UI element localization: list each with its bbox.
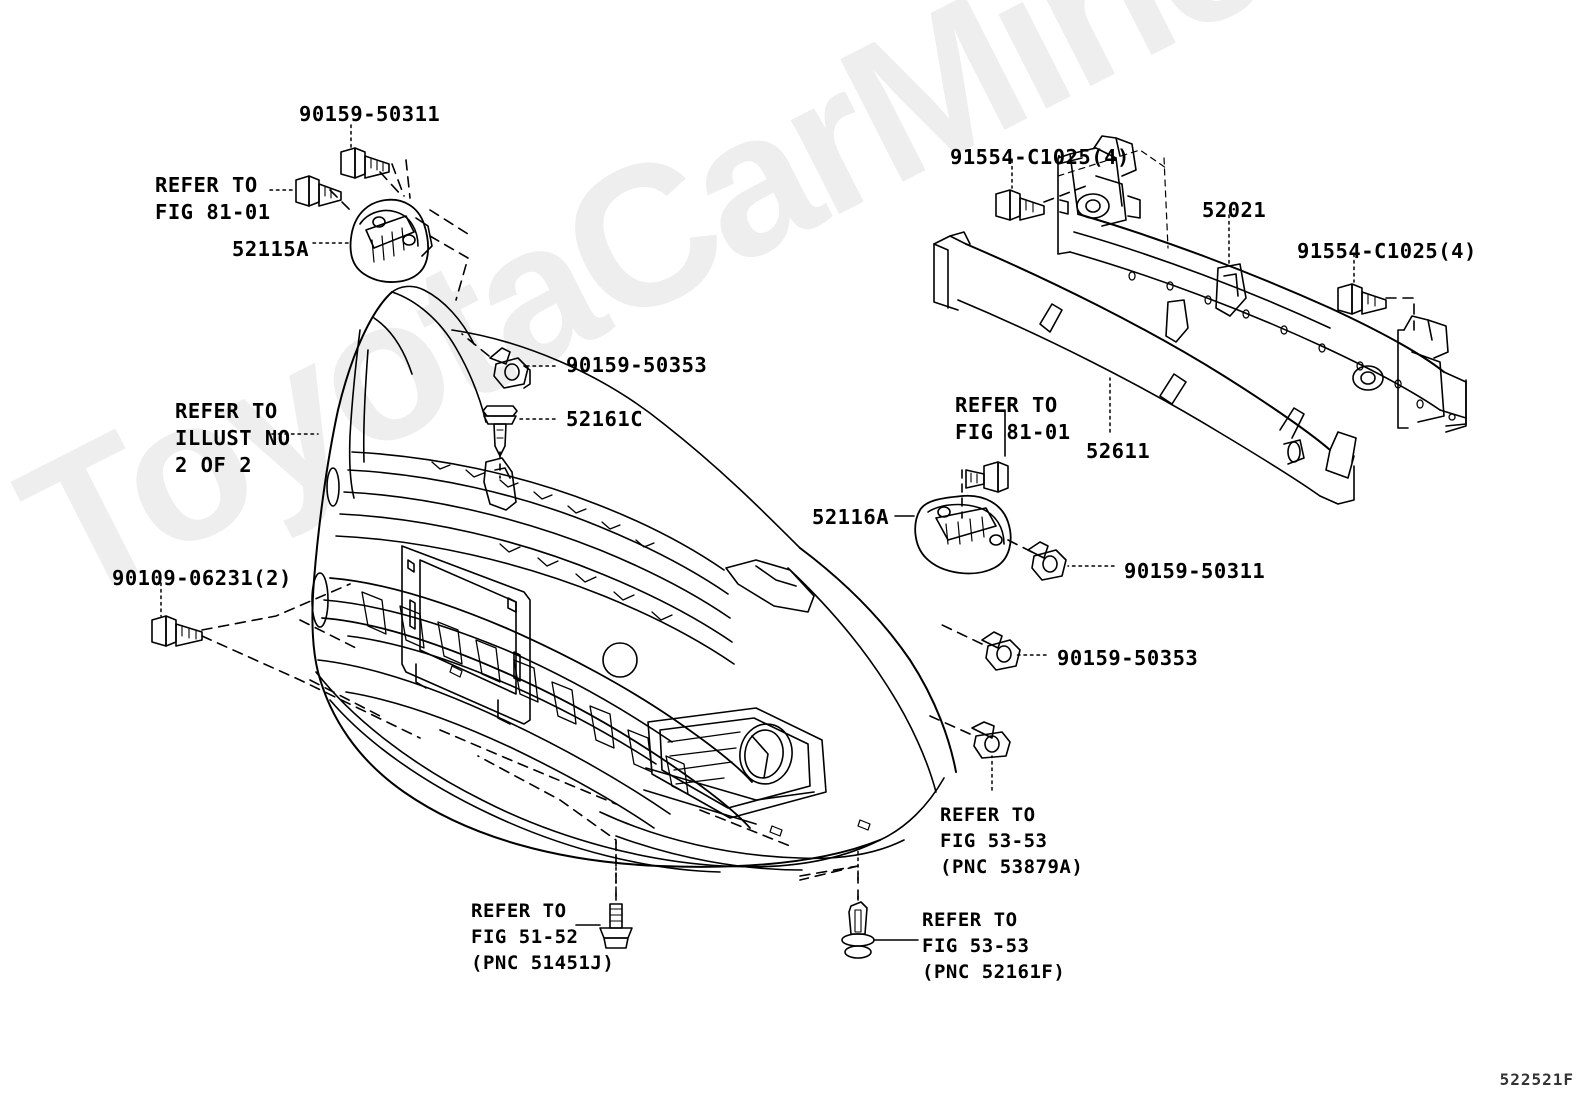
fastener-bolt-fig-81-01-right	[965, 461, 1009, 493]
fastener-bolt-pnc-51451j	[599, 903, 633, 949]
fastener-bolt-90109-06231	[151, 615, 203, 647]
leader-lines	[160, 124, 1355, 901]
part-number-90159-50353-right: 90159-50353	[1057, 646, 1199, 670]
fastener-clip-pnc-52161f	[841, 901, 875, 959]
part-number-52115a: 52115A	[232, 237, 310, 261]
reference-fig-81-01-upper-left: REFER TO FIG 81-01	[155, 173, 271, 224]
part-number-52021: 52021	[1202, 198, 1267, 222]
fastener-bolt-91554-c1025-left	[995, 189, 1045, 221]
fastener-clip-52161c	[482, 405, 518, 457]
front-bumper-cover-illustration	[311, 285, 957, 873]
fastener-bolt-91554-c1025-right	[1337, 283, 1387, 315]
part-number-52161c: 52161C	[566, 407, 644, 431]
reference-fig-53-53-pnc-53879a: REFER TO FIG 53-53 (PNC 53879A)	[940, 804, 1084, 878]
part-number-91554-c1025-right: 91554-C1025(4)	[1297, 239, 1477, 263]
leader-lines-solid	[575, 409, 1006, 941]
part-number-90159-50311-top: 90159-50311	[299, 102, 441, 126]
retainer-52115a-illustration	[349, 198, 433, 283]
part-number-90159-50353-upper: 90159-50353	[566, 353, 708, 377]
figure-number: 522521F	[1499, 1070, 1574, 1089]
bumper-energy-absorber-illustration	[933, 231, 1357, 505]
part-number-91554-c1025-left: 91554-C1025(4)	[950, 145, 1130, 169]
fastener-clip-pnc-53879a	[971, 721, 1011, 759]
bumper-reinforcement-illustration	[1057, 135, 1467, 433]
reference-fig-81-01-right: REFER TO FIG 81-01	[955, 393, 1071, 444]
fastener-screw-90159-50311-right	[1027, 541, 1067, 581]
retainer-52116a-illustration	[914, 494, 1012, 575]
fastener-screw-90159-50353-upper	[489, 347, 531, 389]
assembly-dash-lines	[201, 159, 1415, 901]
fastener-bolt-90159-50311-top	[340, 147, 390, 179]
fastener-screw-90159-50353-right	[981, 631, 1021, 671]
reference-fig-53-53-pnc-52161f: REFER TO FIG 53-53 (PNC 52161F)	[922, 909, 1066, 983]
part-number-52116a: 52116A	[812, 505, 890, 529]
part-number-52611: 52611	[1086, 439, 1151, 463]
reference-fig-51-52-pnc-51451j: REFER TO FIG 51-52 (PNC 51451J)	[471, 900, 615, 974]
part-number-90109-06231: 90109-06231(2)	[112, 566, 292, 590]
part-number-90159-50311-right: 90159-50311	[1124, 559, 1266, 583]
fastener-bolt-fig-81-01-upper	[295, 175, 342, 207]
reference-illust-no-2-of-2: REFER TO ILLUST NO 2 OF 2	[175, 399, 291, 477]
